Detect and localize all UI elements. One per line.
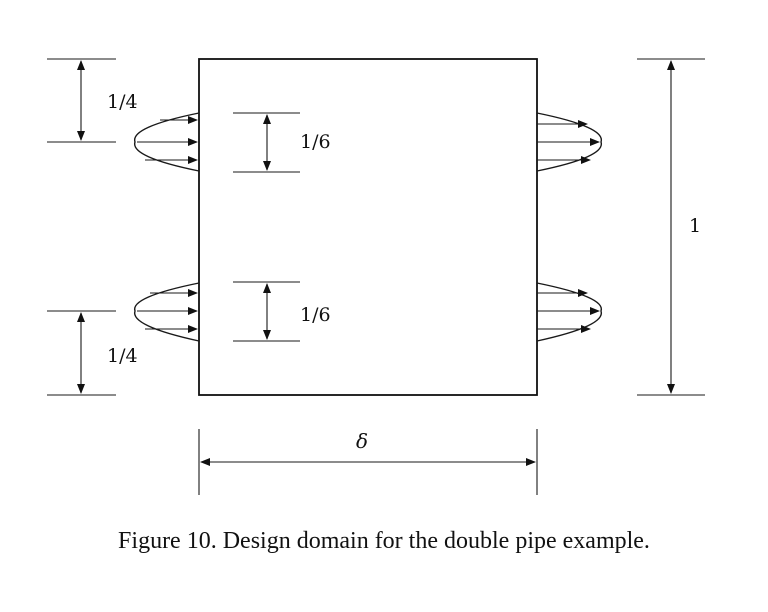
- top-outlet-flow-profile: [536, 112, 602, 172]
- top-pipe-width-dimension: 1/6: [233, 112, 331, 173]
- domain-width-label: δ: [356, 429, 368, 453]
- left-bottom-dimension: 1/4: [47, 310, 138, 396]
- bottom-pipe-width-label: 1/6: [300, 304, 331, 326]
- top-pipe-width-label: 1/6: [300, 131, 331, 153]
- bottom-inlet-flow-profile: [134, 282, 200, 342]
- bottom-pipe-width-dimension: 1/6: [233, 281, 331, 342]
- top-inlet-flow-profile: [134, 112, 200, 172]
- left-top-dimension: 1/4: [47, 58, 138, 143]
- left-bottom-dimension-label: 1/4: [107, 345, 138, 367]
- left-top-dimension-label: 1/4: [107, 91, 138, 113]
- figure-caption: Figure 10. Design domain for the double …: [118, 528, 650, 554]
- domain-height-dimension: 1: [637, 58, 705, 396]
- domain-height-label: 1: [689, 215, 701, 237]
- design-domain-box: [198, 58, 538, 396]
- bottom-outlet-flow-profile: [536, 282, 602, 342]
- domain-width-dimension: δ: [198, 429, 538, 495]
